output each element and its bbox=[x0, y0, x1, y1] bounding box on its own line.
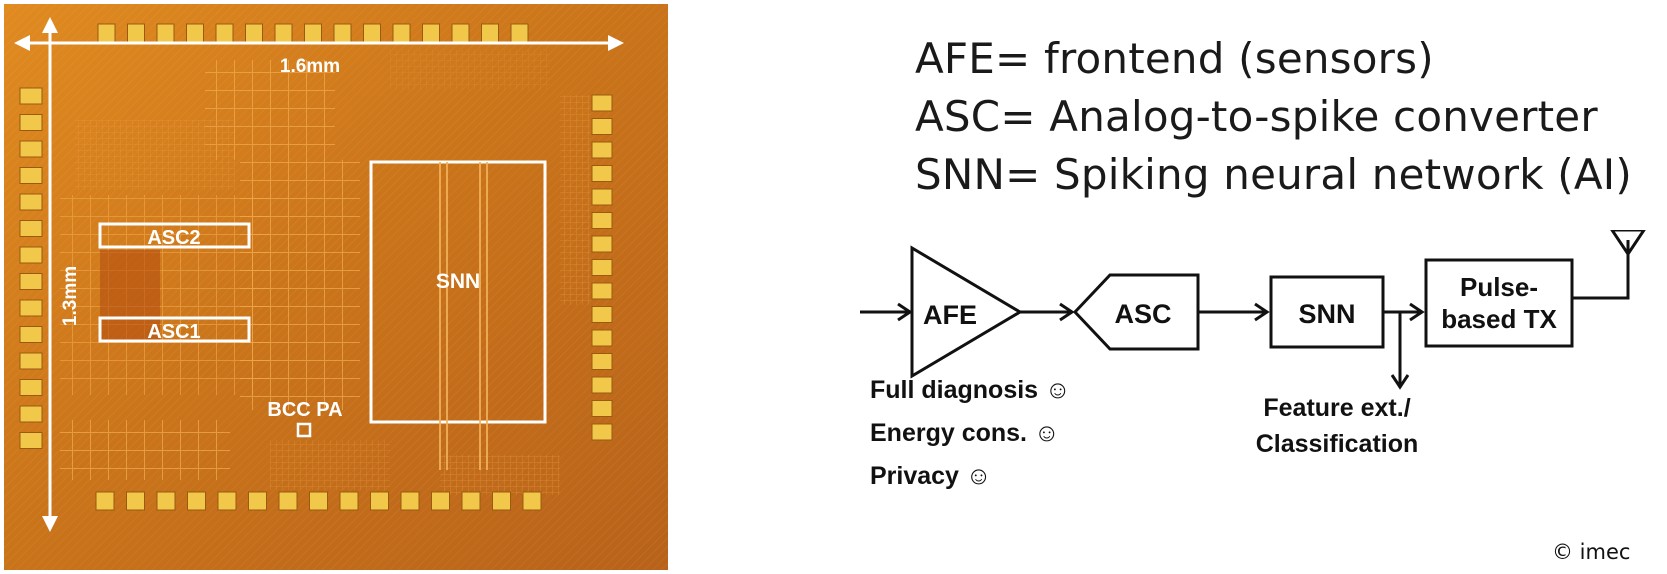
bond-pad bbox=[19, 220, 43, 237]
bond-pad bbox=[19, 379, 43, 396]
bond-pad bbox=[19, 114, 43, 131]
antenna-icon bbox=[1572, 230, 1646, 300]
bond-pads bbox=[19, 23, 613, 511]
bond-pad bbox=[591, 400, 613, 417]
bond-pad bbox=[591, 329, 613, 347]
bond-pad bbox=[591, 376, 613, 394]
benefit-privacy: Privacy ☺ bbox=[870, 462, 991, 490]
bond-pad bbox=[392, 23, 411, 43]
bond-pad bbox=[591, 306, 613, 323]
bond-pad bbox=[19, 352, 43, 370]
feature-label-line2: Classification bbox=[1256, 430, 1419, 458]
snn-label: SNN bbox=[1298, 299, 1355, 329]
bond-pad bbox=[19, 273, 43, 290]
bond-pad bbox=[309, 491, 328, 511]
bond-pad bbox=[217, 491, 237, 511]
bond-pad bbox=[591, 259, 613, 276]
bond-pad bbox=[19, 246, 43, 264]
benefit-energy: Energy cons. ☺ bbox=[870, 419, 1059, 447]
asc2-region-box bbox=[98, 222, 251, 249]
bond-pad bbox=[127, 23, 145, 43]
bond-pad bbox=[400, 491, 420, 511]
bond-pad bbox=[19, 326, 43, 343]
height-dimension-arrow bbox=[42, 17, 58, 532]
bond-pad bbox=[156, 491, 176, 511]
bond-pad bbox=[522, 491, 542, 511]
benefit-full-diagnosis: Full diagnosis ☺ bbox=[870, 376, 1071, 404]
afe-block bbox=[910, 245, 1023, 379]
bond-pad bbox=[591, 212, 613, 229]
bond-pad bbox=[245, 23, 263, 43]
copyright-credit: © imec bbox=[1552, 540, 1631, 564]
bond-pad bbox=[461, 491, 481, 511]
bond-pad bbox=[422, 23, 440, 43]
tx-label-line1: Pulse- bbox=[1460, 272, 1538, 302]
snn-bus-lines bbox=[439, 162, 488, 470]
signal-chain-diagram: AFE ASC SNN Pulse- based TX Full diagnos… bbox=[860, 230, 1646, 490]
bond-pad bbox=[304, 23, 322, 43]
arrow-snn-to-features bbox=[1390, 312, 1410, 390]
bond-pad bbox=[591, 118, 613, 135]
bond-pad bbox=[19, 405, 43, 423]
bond-pad bbox=[591, 423, 613, 441]
bond-pad bbox=[19, 193, 43, 211]
bond-pad bbox=[591, 188, 613, 206]
bond-pad bbox=[19, 299, 43, 317]
arrow-afe-to-asc bbox=[1020, 302, 1075, 322]
bond-pad bbox=[19, 432, 43, 449]
chip-label-snn: SNN bbox=[436, 270, 480, 293]
input-arrow bbox=[860, 302, 913, 322]
bond-pad bbox=[333, 23, 352, 43]
asc1-region-box bbox=[98, 316, 251, 343]
legend-asc: ASC= Analog-to-spike converter bbox=[915, 92, 1598, 141]
bond-pad bbox=[591, 282, 613, 300]
bond-pad bbox=[215, 23, 234, 43]
bond-pad bbox=[510, 23, 529, 43]
bond-pad bbox=[591, 141, 613, 159]
bond-pad bbox=[481, 23, 499, 43]
chip-label-asc1: ASC1 bbox=[147, 321, 200, 343]
arrow-snn-to-tx bbox=[1383, 302, 1425, 322]
bond-pad bbox=[591, 165, 613, 182]
chip-label-asc2: ASC2 bbox=[147, 227, 200, 249]
height-dimension-label: 1.3mm bbox=[60, 266, 81, 326]
feature-label-line1: Feature ext./ bbox=[1263, 394, 1410, 422]
bond-pad bbox=[186, 23, 204, 43]
width-dimension-label: 1.6mm bbox=[280, 56, 340, 77]
bond-pad bbox=[95, 491, 115, 511]
bond-pad bbox=[156, 23, 175, 43]
pulse-tx-block bbox=[1424, 258, 1574, 348]
bond-pad bbox=[97, 23, 116, 43]
bond-pad bbox=[19, 167, 43, 184]
bond-pad bbox=[591, 235, 613, 253]
legend-afe: AFE= frontend (sensors) bbox=[915, 34, 1434, 83]
bcc-pa-marker bbox=[296, 422, 312, 438]
chip-micrograph: SNN ASC2 ASC1 BCC PA 1.6mm 1.3mm bbox=[4, 4, 668, 570]
bond-pad bbox=[451, 23, 470, 43]
bond-pad bbox=[19, 140, 43, 158]
arrow-asc-to-snn bbox=[1198, 302, 1270, 322]
bond-pad bbox=[431, 491, 450, 511]
asc-label: ASC bbox=[1114, 299, 1171, 329]
afe-label: AFE bbox=[923, 300, 977, 330]
bond-pad bbox=[19, 87, 43, 105]
bond-pad bbox=[591, 353, 613, 370]
tx-label-line2: based TX bbox=[1441, 304, 1557, 334]
circuit-texture bbox=[60, 50, 590, 495]
chip-label-bcc-pa: BCC PA bbox=[267, 399, 342, 421]
bond-pad bbox=[363, 23, 381, 43]
width-dimension-arrow bbox=[14, 35, 624, 51]
bond-pad bbox=[126, 491, 145, 511]
bond-pad bbox=[187, 491, 206, 511]
snn-region-box bbox=[369, 160, 547, 424]
bond-pad bbox=[278, 491, 298, 511]
bond-pad bbox=[274, 23, 293, 43]
bond-pad bbox=[370, 491, 389, 511]
bond-pad bbox=[591, 94, 613, 112]
legend-snn: SNN= Spiking neural network (AI) bbox=[915, 150, 1632, 199]
bond-pad bbox=[248, 491, 267, 511]
bond-pad bbox=[339, 491, 359, 511]
bond-pad bbox=[492, 491, 511, 511]
